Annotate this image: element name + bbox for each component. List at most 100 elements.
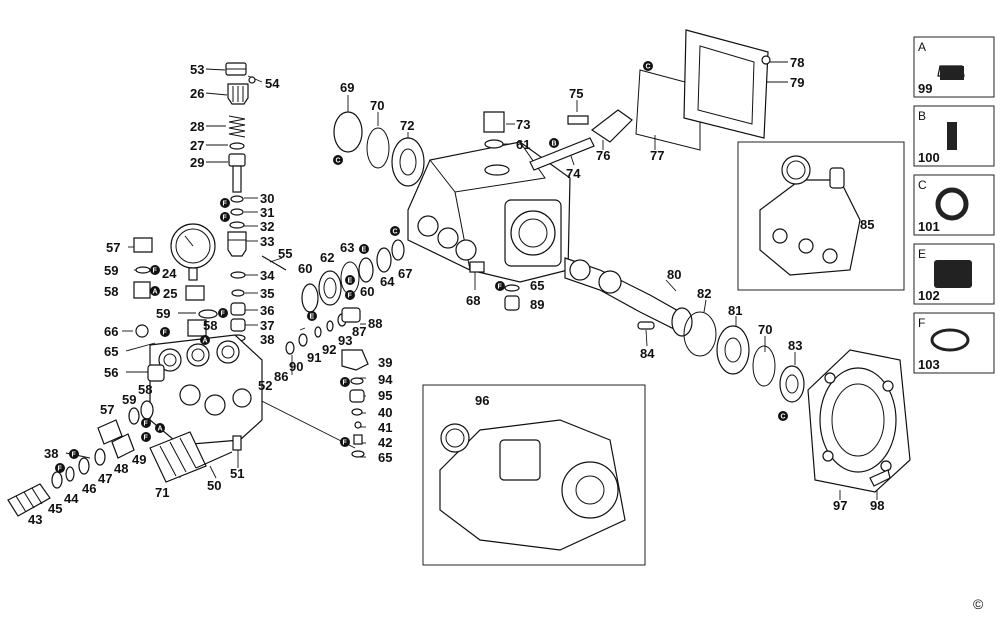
callout-77: 77	[650, 148, 664, 163]
kit-legend: A 99 B 100 C 101 E 102 F 103	[913, 36, 995, 374]
svg-text:C: C	[336, 158, 341, 165]
callout-98: 98	[870, 498, 884, 513]
callout-57: 57	[106, 240, 120, 255]
svg-text:C: C	[646, 64, 651, 71]
svg-text:F: F	[343, 380, 348, 387]
kit-number-99: 99	[918, 81, 932, 96]
callout-49: 49	[132, 452, 146, 467]
callout-32: 32	[260, 219, 274, 234]
badge-f: F	[220, 198, 230, 208]
callout-29: 29	[190, 155, 204, 170]
callout-81: 81	[728, 303, 742, 318]
pressure-gauge-24	[170, 223, 216, 281]
svg-text:F: F	[163, 330, 168, 337]
badge-f: F	[220, 212, 230, 222]
callout-80: 80	[667, 267, 681, 282]
badge-e: E	[307, 311, 317, 321]
callout-24: 24	[162, 266, 177, 281]
svg-text:F: F	[72, 452, 77, 459]
inset-valve-manifold-85	[737, 141, 905, 291]
callout-38: 38	[260, 332, 274, 347]
kit-number-102: 102	[918, 288, 940, 303]
svg-text:E: E	[348, 278, 353, 285]
kit-box-f: F 103	[913, 312, 995, 374]
kit-badges: F F F A F F A A F F F F E F E E C F F C …	[55, 61, 788, 473]
badge-f: F	[141, 418, 151, 428]
svg-text:F: F	[153, 268, 158, 275]
callout-38: 38	[44, 446, 58, 461]
callout-90: 90	[289, 359, 303, 374]
callout-59: 59	[104, 263, 118, 278]
badge-f: F	[340, 437, 350, 447]
svg-text:B: B	[552, 141, 557, 148]
kit-box-b: B 100	[913, 105, 995, 167]
pump-crankcase	[407, 111, 571, 311]
svg-text:F: F	[348, 293, 353, 300]
kit-letter-f: F	[918, 316, 925, 330]
callout-52: 52	[258, 378, 272, 393]
callout-46: 46	[82, 481, 96, 496]
callout-89: 89	[530, 297, 544, 312]
badge-c: C	[643, 61, 653, 71]
callout-70: 70	[758, 322, 772, 337]
callout-76: 76	[596, 148, 610, 163]
callout-48: 48	[114, 461, 128, 476]
callout-74: 74	[566, 166, 581, 181]
badge-f: F	[160, 327, 170, 337]
callout-33: 33	[260, 234, 274, 249]
callout-67: 67	[398, 266, 412, 281]
kit-box-e: E 102	[913, 243, 995, 305]
kit-number-103: 103	[918, 357, 940, 372]
svg-text:F: F	[223, 215, 228, 222]
callout-84: 84	[640, 346, 655, 361]
callout-64: 64	[380, 274, 395, 289]
callout-61: 61	[516, 137, 530, 152]
callout-25: 25	[163, 286, 177, 301]
callout-50: 50	[207, 478, 221, 493]
callout-47: 47	[98, 471, 112, 486]
callout-30: 30	[260, 191, 274, 206]
callout-78: 78	[790, 55, 804, 70]
svg-text:A: A	[158, 426, 163, 433]
callout-60: 60	[298, 261, 312, 276]
badge-a: A	[150, 286, 160, 296]
callout-86: 86	[274, 369, 288, 384]
inset-assembled-pump-96	[422, 384, 646, 566]
callout-51: 51	[230, 466, 244, 481]
badge-c: C	[778, 411, 788, 421]
svg-text:F: F	[498, 284, 503, 291]
callout-94: 94	[378, 372, 393, 387]
callout-70: 70	[370, 98, 384, 113]
callout-69: 69	[340, 80, 354, 95]
badge-e: E	[345, 275, 355, 285]
badge-f: F	[55, 463, 65, 473]
badge-a: A	[200, 335, 210, 345]
callout-73: 73	[516, 117, 530, 132]
callout-45: 45	[48, 501, 62, 516]
callout-91: 91	[307, 350, 321, 365]
badge-f: F	[218, 308, 228, 318]
callout-44: 44	[64, 491, 79, 506]
callout-79: 79	[790, 75, 804, 90]
callout-34: 34	[260, 268, 275, 283]
svg-text:F: F	[144, 435, 149, 442]
callout-56: 56	[104, 365, 118, 380]
crankshaft-assembly	[564, 257, 911, 493]
svg-text:F: F	[343, 440, 348, 447]
callout-75: 75	[569, 86, 583, 101]
callout-83: 83	[788, 338, 802, 353]
badge-c: C	[390, 226, 400, 236]
manifold-block	[133, 237, 263, 446]
callout-92: 92	[322, 342, 336, 357]
callout-65: 65	[104, 344, 118, 359]
callout-85: 85	[860, 217, 874, 232]
callout-27: 27	[190, 138, 204, 153]
badge-f: F	[340, 377, 350, 387]
callout-66: 66	[104, 324, 118, 339]
callout-72: 72	[400, 118, 414, 133]
kit-number-101: 101	[918, 219, 940, 234]
callout-68: 68	[466, 293, 480, 308]
callout-58: 58	[104, 284, 118, 299]
callout-65: 65	[378, 450, 392, 465]
callout-96: 96	[475, 393, 489, 408]
